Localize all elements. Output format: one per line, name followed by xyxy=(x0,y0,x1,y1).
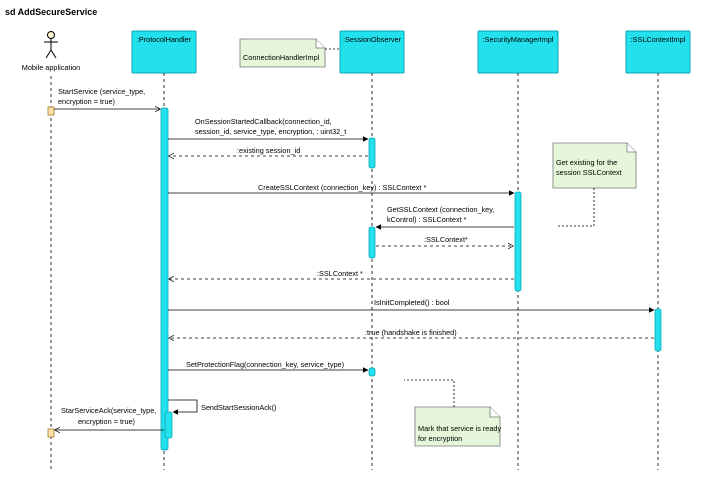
stick-figure-icon xyxy=(44,31,58,59)
activation-session-observer-1 xyxy=(368,137,376,169)
label-start-service-line-2: encryption = true) xyxy=(58,97,115,106)
label-start-service-ack-line-2: encryption = true) xyxy=(78,417,135,426)
label-get-ssl-context-line-1: GetSSLContext (connection_key, xyxy=(387,205,494,214)
activation-mobile-top xyxy=(47,106,55,116)
label-existing-session-id: :existing session_id xyxy=(237,146,300,155)
activation-mobile-bottom xyxy=(47,428,55,438)
activation-session-observer-3 xyxy=(368,367,376,377)
note-mark-service-line-1: Mark that service is ready xyxy=(418,424,501,433)
label-handshake-finished: :true (handshake is finished) xyxy=(365,328,457,337)
activation-protocol-handler-self xyxy=(164,411,173,439)
note-get-existing-line-2: session SSLContext xyxy=(556,168,622,177)
note-get-existing: Get existing for the session SSLContext xyxy=(552,142,637,227)
label-is-init-completed: IsInitCompleted() : bool xyxy=(374,298,450,307)
label-start-service-ack-line-1: StarServiceAck(service_type, xyxy=(61,406,156,415)
lifeline-head-security-manager: :SecurityManagerImpl xyxy=(477,30,559,74)
label-get-ssl-context-line-2: kControl) : SSLContext * xyxy=(387,215,467,224)
note-connection-handler: ConnectionHandlerImpl xyxy=(239,38,340,68)
note-connection-handler-text: ConnectionHandlerImpl xyxy=(243,53,320,62)
activation-session-observer-2 xyxy=(368,226,376,259)
lifeline-head-protocol-handler: :ProtocolHandler xyxy=(131,30,197,74)
activation-ssl-context xyxy=(654,308,662,352)
lifeline-head-ssl-context: :SSLContextImpl xyxy=(625,30,691,74)
activation-protocol-handler xyxy=(160,107,169,451)
lifeline-label-session-observer: :SessionObserver xyxy=(343,35,402,44)
label-ssl-context-return-2: :SSLContext * xyxy=(317,269,363,278)
note-mark-service-line-2: for encryption xyxy=(418,434,462,443)
note-get-existing-line-1: Get existing for the xyxy=(556,158,617,167)
lifeline-label-security-manager: :SecurityManagerImpl xyxy=(483,35,554,44)
lifeline-label-protocol-handler: :ProtocolHandler xyxy=(137,35,192,44)
arrow-send-start-session-ack xyxy=(168,399,198,415)
diagram-title: sd AddSecureService xyxy=(5,7,97,17)
label-ssl-context-return-1: :SSLContext* xyxy=(424,235,468,244)
lifeline-head-session-observer: :SessionObserver xyxy=(339,30,405,74)
label-send-start-session-ack: SendStartSessionAck() xyxy=(201,403,276,412)
lifeline-label-ssl-context: :SSLContextImpl xyxy=(631,35,686,44)
label-on-session-started-line-1: OnSessionStartedCallback(connection_id, xyxy=(195,117,332,126)
activation-security-manager xyxy=(514,191,522,292)
actor-mobile-application: Mobile application xyxy=(22,31,80,72)
actor-label: Mobile application xyxy=(22,63,80,72)
note-mark-service: Mark that service is ready for encryptio… xyxy=(404,379,501,447)
label-on-session-started-line-2: session_id, service_type, encryption, : … xyxy=(195,127,346,136)
label-set-protection-flag: SetProtectionFlag(connection_key, servic… xyxy=(186,360,344,369)
label-start-service-line-1: StartService (service_type, xyxy=(58,87,145,96)
label-create-ssl-context: CreateSSLContext (connection_key) : SSLC… xyxy=(258,183,426,192)
